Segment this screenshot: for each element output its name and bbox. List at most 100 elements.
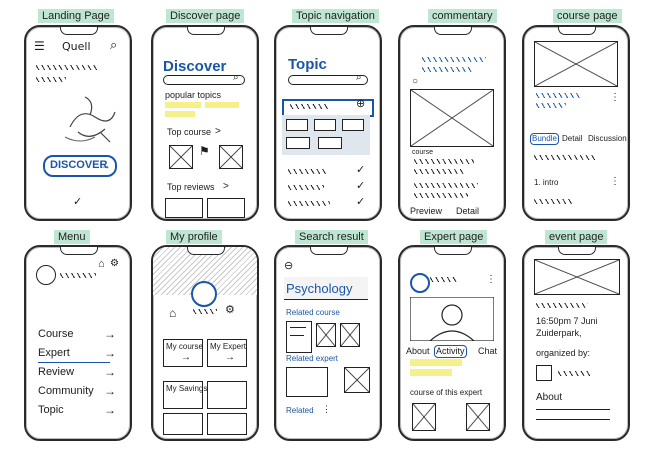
label-course-page: course page xyxy=(553,9,622,23)
chevron-right-icon[interactable]: > xyxy=(223,181,229,192)
expert-card[interactable] xyxy=(286,367,328,397)
settings-icon[interactable]: ⚙ xyxy=(225,304,235,316)
tab-detail[interactable]: Detail xyxy=(562,134,583,143)
course-thumbnail[interactable] xyxy=(466,403,490,431)
video-preview[interactable] xyxy=(410,89,494,147)
bookmark-icon[interactable]: ⚑ xyxy=(199,144,210,158)
course-thumbnail[interactable] xyxy=(316,323,336,347)
username-scribble xyxy=(60,273,96,278)
menu-item-expert[interactable]: Expert xyxy=(38,347,70,359)
check-icon[interactable]: ✓ xyxy=(356,180,366,192)
topic-chip[interactable] xyxy=(286,137,310,149)
organizer-avatar[interactable] xyxy=(536,365,552,381)
activity-highlight xyxy=(410,369,452,376)
back-icon[interactable]: ⊖ xyxy=(284,260,294,272)
course-thumbnail[interactable] xyxy=(340,323,360,347)
list-item[interactable] xyxy=(288,201,330,206)
related-expert-heading: Related expert xyxy=(286,354,339,363)
tab-activity[interactable]: Activity xyxy=(434,345,467,358)
list-item[interactable] xyxy=(288,185,324,190)
more-icon[interactable]: ⋮ xyxy=(322,404,331,414)
settings-icon[interactable]: ⚙ xyxy=(110,258,119,269)
my-expert-tile[interactable] xyxy=(207,339,247,367)
tab-discussion[interactable]: Discussion xyxy=(588,134,627,143)
search-input[interactable] xyxy=(163,75,245,85)
more-icon[interactable]: ⋮ xyxy=(610,92,620,103)
section-heading: course of this expert xyxy=(410,388,483,397)
topic-chip[interactable] xyxy=(318,137,342,149)
course-card-line xyxy=(290,327,306,328)
phone-commentary: ○ course Preview Detail xyxy=(398,25,506,221)
tab-detail[interactable]: Detail xyxy=(456,206,480,216)
tab-preview[interactable]: Preview xyxy=(410,206,443,216)
menu-item-review[interactable]: Review xyxy=(38,366,75,378)
avatar[interactable] xyxy=(410,273,430,293)
list-item[interactable] xyxy=(288,169,328,174)
my-savings-tile[interactable] xyxy=(163,381,203,409)
more-icon[interactable]: ⋮ xyxy=(486,274,496,285)
play-icon[interactable]: ○ xyxy=(412,76,419,87)
topic-chip[interactable] xyxy=(314,119,336,131)
about-line xyxy=(536,419,610,420)
review-card[interactable] xyxy=(207,198,245,218)
empty-tile[interactable] xyxy=(163,413,203,435)
list-item[interactable] xyxy=(534,199,574,204)
label-landing-page: Landing Page xyxy=(38,9,114,23)
notch xyxy=(558,247,596,255)
notch xyxy=(60,27,98,35)
empty-tile[interactable] xyxy=(207,381,247,409)
page-title: Topic xyxy=(288,56,327,73)
home-icon[interactable]: ⌂ xyxy=(98,258,105,270)
menu-item-course[interactable]: Course xyxy=(38,328,74,340)
more-icon[interactable]: ⋮ xyxy=(610,176,620,187)
course-thumbnail[interactable] xyxy=(169,145,193,169)
menu-item-topic[interactable]: Topic xyxy=(38,404,64,416)
list-item[interactable]: 1. intro xyxy=(534,178,559,187)
topic-chip[interactable] xyxy=(286,119,308,131)
tab-chat[interactable]: Chat xyxy=(478,346,498,356)
chevron-down-icon[interactable]: ✓ xyxy=(73,196,83,208)
comment-line xyxy=(414,193,468,198)
check-icon[interactable]: ✓ xyxy=(356,164,366,176)
arrow-right-icon: → xyxy=(104,365,116,379)
my-course-tile[interactable] xyxy=(163,339,203,367)
label-menu: Menu xyxy=(54,230,90,244)
phone-course: ⋮ Bundle Detail Discussion 1. intro ⋮ xyxy=(522,25,630,221)
tab-about[interactable]: About xyxy=(406,346,430,356)
topic-chip[interactable] xyxy=(205,102,239,108)
discover-button-label: DISCOVER xyxy=(50,159,108,171)
organizer-name-scribble xyxy=(558,371,592,376)
tile-label: My course xyxy=(166,342,203,351)
tab-bundle[interactable]: Bundle xyxy=(530,133,559,145)
username-scribble xyxy=(193,309,217,314)
topic-chip[interactable] xyxy=(342,119,364,131)
review-card[interactable] xyxy=(165,198,203,218)
course-thumbnail[interactable] xyxy=(412,403,436,431)
search-input[interactable] xyxy=(284,277,368,300)
notch xyxy=(434,27,472,35)
search-input[interactable] xyxy=(288,75,368,85)
add-icon[interactable]: ⊕ xyxy=(356,98,366,110)
home-icon[interactable]: ⌂ xyxy=(169,306,177,320)
search-icon[interactable]: ⌕ xyxy=(110,37,118,52)
menu-item-community[interactable]: Community xyxy=(38,385,94,397)
event-time: 16:50pm 7 Juni xyxy=(536,316,598,326)
avatar[interactable] xyxy=(36,265,56,285)
course-thumbnail[interactable] xyxy=(219,145,243,169)
topic-label xyxy=(290,104,330,109)
expert-thumbnail[interactable] xyxy=(344,367,370,393)
hamburger-icon[interactable]: ☰ xyxy=(34,39,45,53)
empty-tile[interactable] xyxy=(207,413,247,435)
chevron-right-icon[interactable]: > xyxy=(215,126,221,137)
topic-chip[interactable] xyxy=(165,111,195,117)
avatar[interactable] xyxy=(191,281,217,307)
discover-button[interactable]: DISCOVER → xyxy=(43,155,117,177)
topic-chip[interactable] xyxy=(165,102,201,108)
search-icon: ⌕ xyxy=(356,72,362,83)
course-card[interactable] xyxy=(286,321,312,353)
phone-topic: Topic ⌕ ⊕ ✓ ✓ ✓ xyxy=(274,25,382,221)
organized-by-label: organized by: xyxy=(536,348,591,358)
notch xyxy=(434,247,472,255)
check-icon[interactable]: ✓ xyxy=(356,196,366,208)
tile-label: My Expert xyxy=(210,342,247,351)
